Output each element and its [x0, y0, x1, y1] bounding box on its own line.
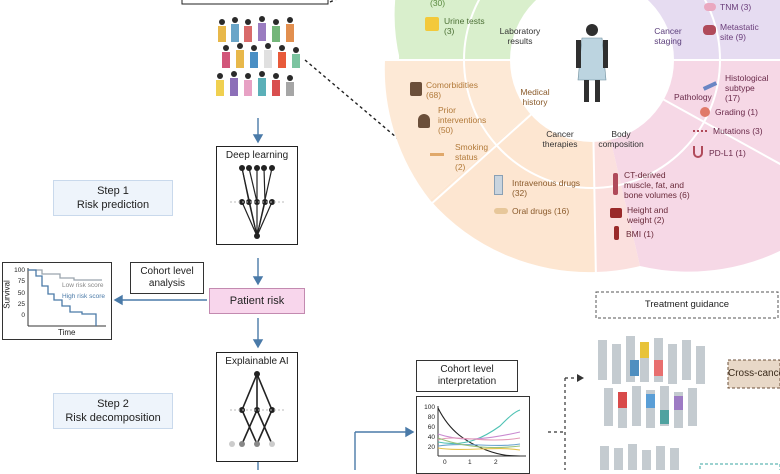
interp-xtick-1: 1 — [468, 459, 472, 466]
data-source-box — [181, 0, 329, 5]
neural-net-icon — [230, 165, 284, 239]
bmi-label: BMI (1) — [626, 229, 654, 239]
scale-icon — [610, 208, 622, 218]
time-axis-label: Time — [58, 328, 76, 337]
pd-l1-label: PD-L1 (1) — [709, 148, 746, 158]
cigarette-icon — [430, 153, 444, 156]
comorbidities-icon — [410, 82, 422, 96]
patient-crowd-icon — [216, 16, 300, 96]
pill-icon — [494, 208, 508, 214]
survival-plot-panel — [2, 262, 112, 340]
mutations-label: Mutations (3) — [713, 126, 763, 136]
interp-xtick-2: 2 — [494, 459, 498, 466]
urine-tests-label: Urine tests(3) — [444, 16, 485, 36]
tnm-label: TNM (3) — [720, 2, 752, 12]
high-risk-legend: High risk score — [62, 293, 105, 300]
grading-icon — [700, 107, 710, 117]
explainable-net-icon — [229, 371, 284, 447]
interpretation-plot-panel — [416, 396, 530, 474]
person-icon — [614, 226, 619, 240]
skeleton-icon — [613, 173, 618, 195]
intravenous-drugs-label: Intravenous drugs(32) — [512, 178, 581, 198]
comorbidities-label: Comorbidities(68) — [426, 80, 478, 100]
grading-label: Grading (1) — [715, 107, 758, 117]
treatment-guidance-box — [595, 291, 779, 319]
liver-icon — [703, 25, 716, 35]
antibody-icon — [693, 146, 703, 158]
urine-test-icon — [425, 17, 439, 31]
dna-icon — [693, 130, 707, 136]
prior-interventions-icon — [418, 114, 430, 128]
treatment-crowd-icon — [598, 336, 705, 470]
deep-learning-title: Deep learning — [225, 150, 289, 161]
top-left-count: (30) — [430, 0, 446, 8]
pathology-label: Pathology — [674, 92, 712, 102]
patient-figure-icon — [576, 24, 608, 102]
patient-risk-box: Patient risk — [209, 288, 305, 314]
cross-cancer-box — [727, 359, 780, 389]
oral-drugs-label: Oral drugs (16) — [512, 206, 570, 216]
treatment-guidance-title: Treatment guidance — [644, 299, 730, 310]
low-risk-curve — [28, 269, 102, 281]
explainable-ai-title: Explainable AI — [225, 356, 289, 367]
low-risk-legend: Low risk score — [62, 282, 104, 289]
dotted-connector-top — [329, 0, 337, 3]
interpretation-lines-chart — [437, 406, 526, 457]
interp-xtick-0: 0 — [443, 459, 447, 466]
tnm-icon — [704, 3, 716, 11]
survival-curve-chart — [27, 268, 106, 327]
high-risk-curve — [28, 269, 97, 326]
cross-cancer-label: Cross-cancer — [728, 368, 780, 379]
iv-drug-icon — [494, 175, 503, 195]
